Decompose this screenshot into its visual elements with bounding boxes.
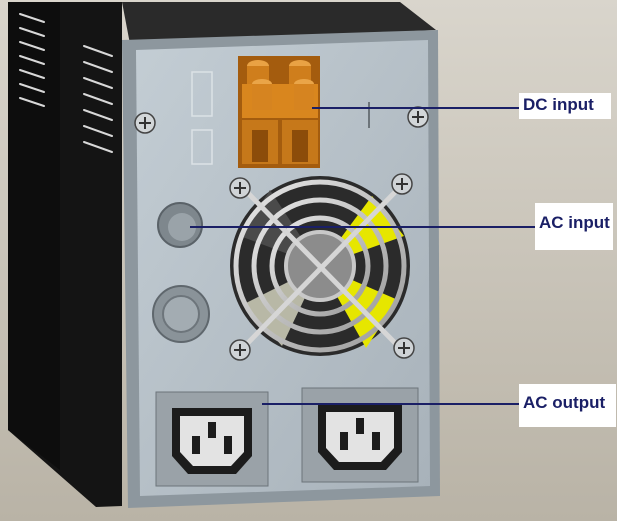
panel-screw [134, 112, 156, 134]
callout-dc-input: DC input [519, 93, 611, 119]
ac-output-socket [155, 391, 269, 487]
ac-input-grommet [157, 202, 203, 248]
panel-slots [191, 71, 213, 165]
panel-grommet [152, 285, 210, 343]
callout-ac-output: AC output [519, 384, 616, 427]
cabinet-side [8, 2, 122, 507]
ac-output-socket [301, 387, 419, 483]
callout-ac-input: AC input [535, 203, 613, 250]
cooling-fan [229, 173, 415, 361]
panel-screw [407, 106, 429, 128]
side-vent-slots [19, 13, 113, 153]
dc-input-connector [238, 56, 320, 168]
